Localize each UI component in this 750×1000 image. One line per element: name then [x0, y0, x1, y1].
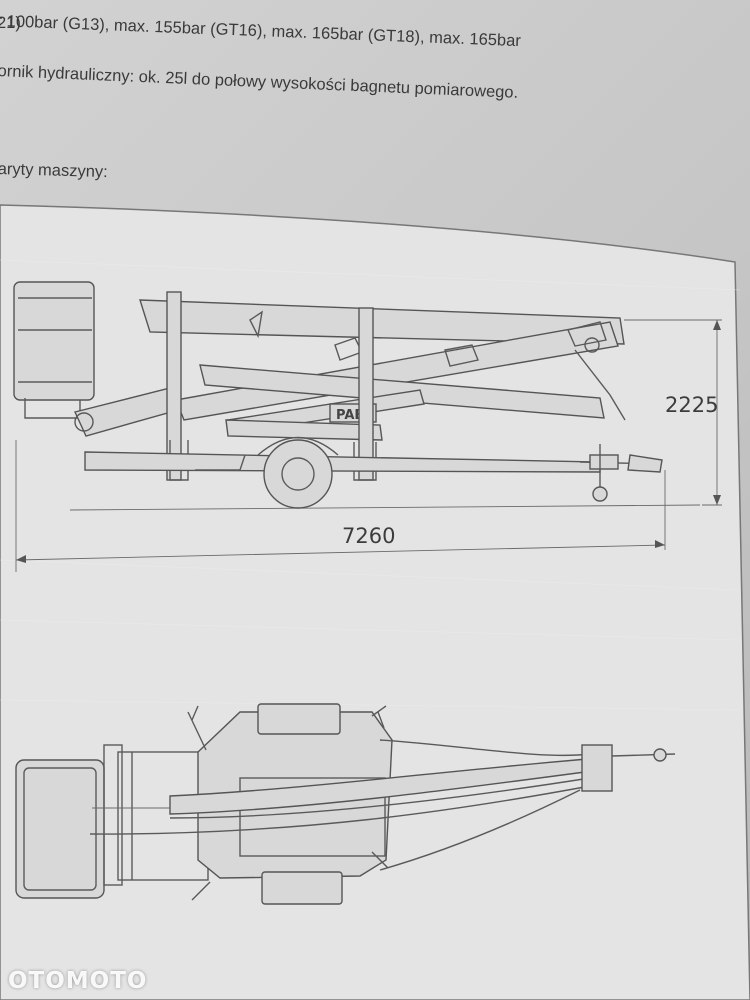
outrigger-pad-top: [257, 703, 341, 735]
otomoto-watermark-logo: OTOMOTO: [8, 968, 148, 994]
basket-top: [15, 759, 105, 899]
length-dimension-line: [15, 544, 666, 561]
outrigger-front: [166, 291, 182, 481]
top-view: [15, 703, 676, 905]
trailer-wheel: [263, 439, 333, 509]
upper-boom: [139, 299, 625, 345]
length-dimension-value: 7260: [342, 524, 395, 548]
tow-ball: [653, 748, 667, 762]
work-basket: [13, 281, 95, 401]
grid-lines: [0, 259, 741, 711]
outrigger-rear: [358, 307, 374, 481]
height-dimension-value: 2225: [665, 393, 718, 417]
ground-line: [69, 504, 701, 511]
coupling-head: [589, 454, 619, 470]
brand-plate-text: PAB: [336, 408, 364, 423]
coupling-top: [581, 744, 613, 792]
lower-boom: [199, 364, 605, 419]
jockey-wheel: [592, 486, 608, 502]
spec-text-pressure-continued: 21): [0, 14, 21, 32]
side-view: PAB 2225 7260: [13, 281, 722, 572]
turret-base: [225, 419, 383, 441]
outrigger-pad-bottom: [261, 871, 343, 905]
